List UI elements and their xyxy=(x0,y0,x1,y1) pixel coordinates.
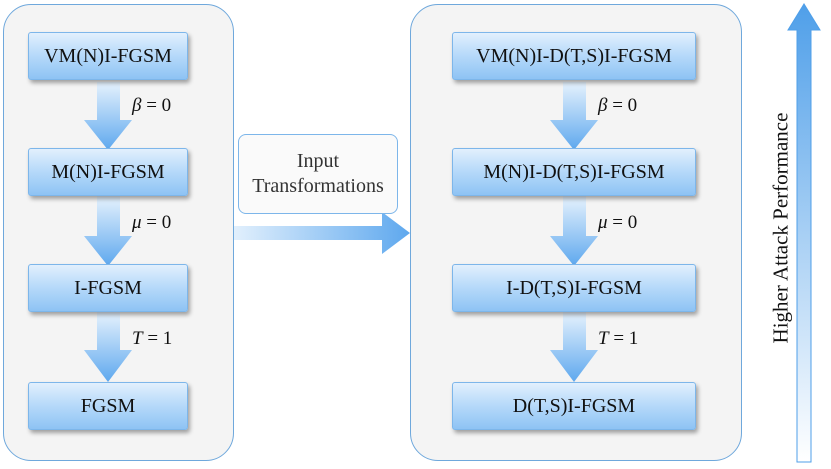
down-arrow-right-2 xyxy=(550,196,598,266)
node-i-fgsm: I-FGSM xyxy=(28,264,188,312)
t-symbol: T xyxy=(598,328,609,349)
performance-arrow xyxy=(787,3,821,463)
beta-symbol: β xyxy=(598,95,608,116)
down-arrow-left-2 xyxy=(84,196,132,266)
transformation-arrow xyxy=(228,212,410,254)
node-vmni-dtsi-fgsm: VM(N)I-D(T,S)I-FGSM xyxy=(452,32,696,80)
node-mni-dtsi-fgsm: M(N)I-D(T,S)I-FGSM xyxy=(452,148,696,196)
down-arrow-left-3 xyxy=(84,312,132,382)
mu-value: = 0 xyxy=(607,212,638,233)
beta-value: = 0 xyxy=(141,95,172,116)
edge-label-mu-right: μ = 0 xyxy=(598,212,637,234)
edge-label-beta-left: β = 0 xyxy=(132,95,171,117)
down-arrow-right-1 xyxy=(550,82,598,150)
performance-label: Higher Attack Performance xyxy=(768,112,793,344)
beta-value: = 0 xyxy=(607,95,638,116)
mu-symbol: μ xyxy=(132,212,142,233)
mu-value: = 0 xyxy=(141,212,172,233)
t-symbol: T xyxy=(132,328,143,349)
node-mni-fgsm: M(N)I-FGSM xyxy=(28,148,188,196)
down-arrow-right-3 xyxy=(550,312,598,382)
beta-symbol: β xyxy=(132,95,142,116)
edge-label-mu-left: μ = 0 xyxy=(132,212,171,234)
input-transformations-box: Input Transformations xyxy=(238,134,398,214)
transform-line-1: Input xyxy=(296,150,340,172)
t-value: = 1 xyxy=(142,328,173,349)
edge-label-t-right: T = 1 xyxy=(598,328,638,350)
edge-label-beta-right: β = 0 xyxy=(598,95,637,117)
node-dtsi-fgsm: D(T,S)I-FGSM xyxy=(452,382,696,430)
t-value: = 1 xyxy=(608,328,639,349)
edge-label-t-left: T = 1 xyxy=(132,328,172,350)
transform-line-2: Transformations xyxy=(252,175,384,197)
mu-symbol: μ xyxy=(598,212,608,233)
node-vmni-fgsm: VM(N)I-FGSM xyxy=(28,32,188,80)
node-fgsm: FGSM xyxy=(28,382,188,430)
node-i-dtsi-fgsm: I-D(T,S)I-FGSM xyxy=(452,264,696,312)
down-arrow-left-1 xyxy=(84,82,132,150)
